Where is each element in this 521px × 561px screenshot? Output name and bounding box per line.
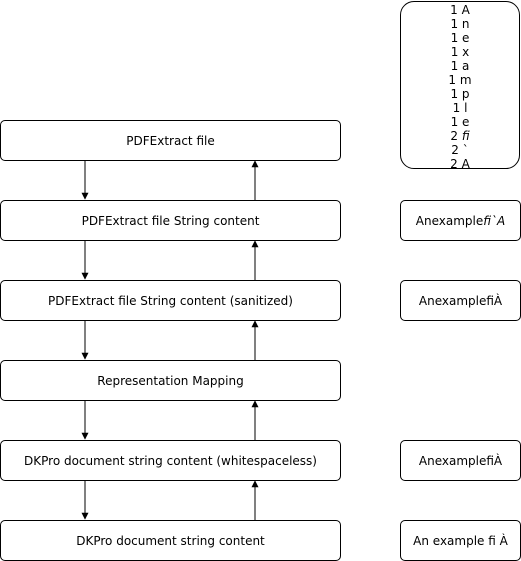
char-count: 1	[450, 31, 459, 45]
char-count: 1	[450, 45, 459, 59]
pdfextract-string-content-box: PDFExtract file String content	[0, 200, 341, 241]
char-count: 1	[452, 101, 461, 115]
box-label: PDFExtract file String content (sanitize…	[48, 293, 293, 308]
example-text: AnexamplefiÀ	[418, 453, 503, 468]
dkpro-whitespaceless-box: DKPro document string content (whitespac…	[0, 440, 341, 481]
char-count: 1	[450, 3, 458, 17]
char-count-row: 1 l	[453, 101, 468, 115]
box-label: Representation Mapping	[97, 373, 244, 388]
char-glyph: A	[461, 3, 470, 17]
char-count: 2	[450, 129, 459, 143]
example-sanitized-box: AnexamplefiÀ	[400, 280, 521, 321]
char-glyph: l	[464, 101, 468, 115]
representation-mapping-box: Representation Mapping	[0, 360, 341, 401]
char-count-row: 1 e	[451, 115, 470, 129]
char-count-row: 1 A	[450, 3, 470, 17]
char-glyph: e	[462, 115, 470, 129]
char-glyph: e	[462, 31, 470, 45]
char-count-row: 1 a	[451, 59, 470, 73]
dkpro-string-content-box: DKPro document string content	[0, 520, 341, 561]
char-count: 1	[450, 17, 459, 31]
char-count: 2	[450, 157, 458, 171]
char-glyph: m	[459, 73, 472, 87]
char-glyph: p	[461, 87, 470, 101]
pdfextract-file-box: PDFExtract file	[0, 120, 341, 161]
char-count-row: 1 n	[450, 17, 469, 31]
example-text: An example fi À	[413, 533, 508, 548]
char-count-row: 1 e	[451, 31, 470, 45]
char-glyph: `	[462, 143, 469, 157]
char-count: 1	[450, 115, 459, 129]
char-glyph: a	[462, 59, 470, 73]
char-count: 2	[451, 143, 459, 157]
box-label: DKPro document string content (whitespac…	[24, 453, 317, 468]
box-label: DKPro document string content	[76, 533, 265, 548]
example-final-box: An example fi À	[400, 520, 521, 561]
char-count-row: 1 m	[448, 73, 471, 87]
char-count-row: 2 A	[450, 157, 470, 171]
char-count-row: 2 fi	[450, 129, 469, 143]
pdfextract-sanitized-box: PDFExtract file String content (sanitize…	[0, 280, 341, 321]
char-count-row: 1 x	[451, 45, 470, 59]
char-glyph: A	[461, 157, 470, 171]
example-text-italic: fi`A	[483, 213, 506, 228]
box-label: PDFExtract file	[126, 133, 215, 148]
char-count: 1	[450, 87, 459, 101]
example-text: Anexample	[415, 213, 484, 228]
char-glyph: x	[462, 45, 470, 59]
example-whitespaceless-box: AnexamplefiÀ	[400, 440, 521, 481]
char-count: 1	[450, 59, 459, 73]
char-count-row: 2 `	[451, 143, 468, 157]
box-label: PDFExtract file String content	[81, 213, 260, 228]
char-count: 1	[448, 73, 457, 87]
char-glyph: n	[461, 17, 470, 31]
char-glyph: fi	[461, 129, 470, 143]
example-text: AnexamplefiÀ	[418, 293, 503, 308]
char-count-row: 1 p	[450, 87, 469, 101]
